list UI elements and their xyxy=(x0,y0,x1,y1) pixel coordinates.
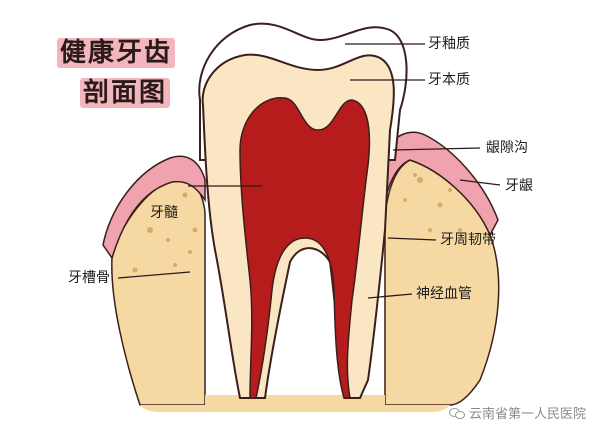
leader-lines xyxy=(117,43,501,299)
title-text-2: 剖面图 xyxy=(80,78,171,108)
label-enamel: 牙釉质 xyxy=(428,36,470,52)
wechat-icon xyxy=(448,407,465,419)
label-alveolar-bone: 牙槽骨 xyxy=(68,270,110,286)
title-line-2: 剖面图 xyxy=(80,78,171,108)
bone-base xyxy=(140,395,450,412)
label-gingival-sulcus: 龈隙沟 xyxy=(486,140,528,156)
label-periodontal-ligament: 牙周韧带 xyxy=(440,232,496,248)
gingiva-left xyxy=(102,155,206,260)
gingiva-right xyxy=(384,131,499,237)
watermark: 云南省第一人民医院 xyxy=(448,403,586,422)
label-gingiva: 牙龈 xyxy=(505,178,533,194)
pulp xyxy=(239,97,371,399)
label-dentin: 牙本质 xyxy=(428,72,470,88)
title-line-1: 健康牙齿 xyxy=(57,38,176,68)
watermark-text: 云南省第一人民医院 xyxy=(468,407,586,422)
label-nerves-vessels: 神经血管 xyxy=(416,286,472,302)
alveolar-bone-right xyxy=(384,159,500,406)
label-pulp: 牙髓 xyxy=(150,205,178,221)
alveolar-bone xyxy=(111,176,206,406)
title-text-1: 健康牙齿 xyxy=(57,38,176,68)
bone-texture-dots xyxy=(132,173,462,273)
